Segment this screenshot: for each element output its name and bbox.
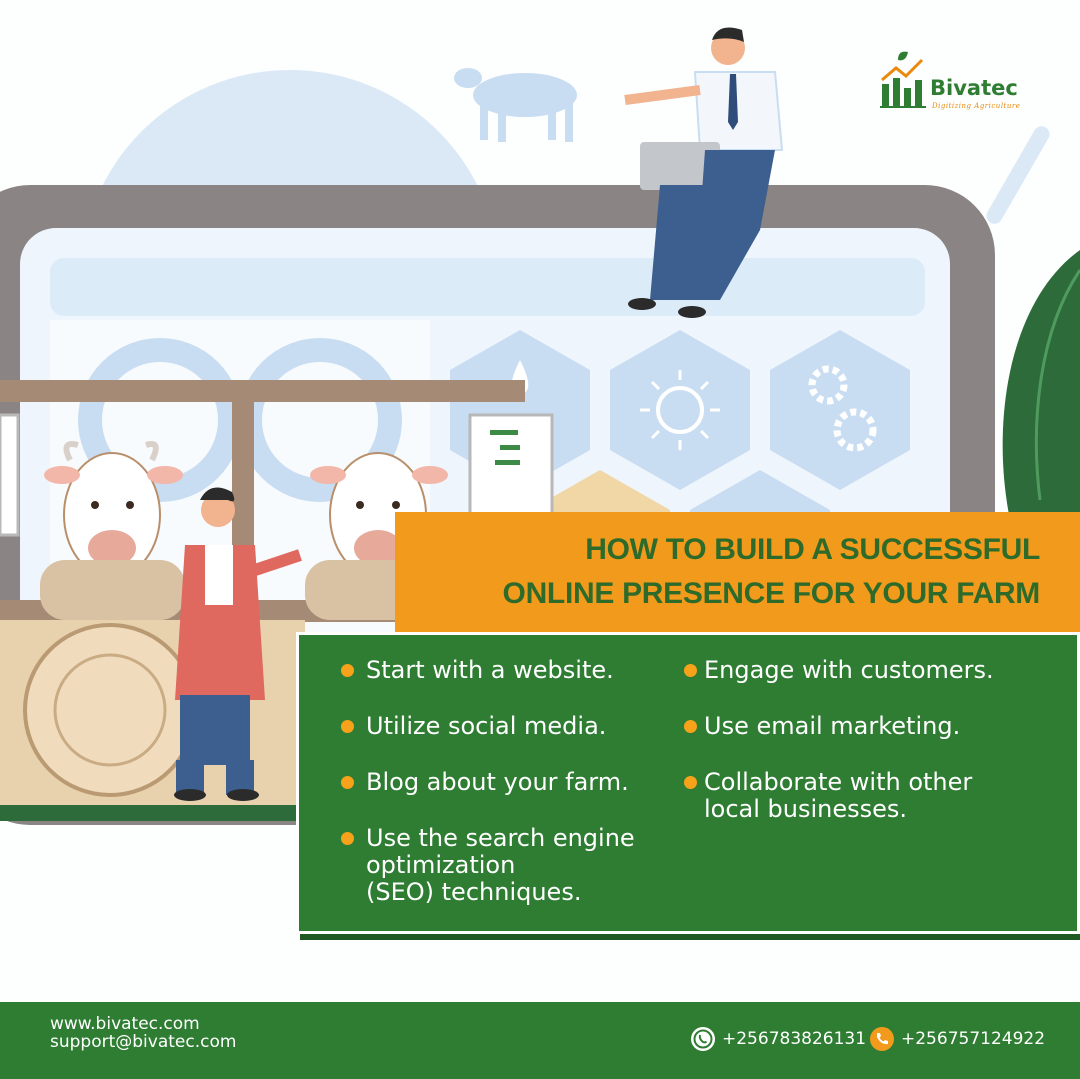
website-link[interactable]: www.bivatec.com xyxy=(50,1014,200,1034)
bullet-icon xyxy=(341,720,354,733)
bullet-icon xyxy=(341,832,354,845)
whatsapp-icon xyxy=(690,1026,716,1052)
phone-number: +256757124922 xyxy=(901,1029,1046,1049)
footer: www.bivatec.com support@bivatec.com +256… xyxy=(0,1002,1080,1079)
tip-item: Use email marketing. xyxy=(684,713,960,740)
bullet-icon xyxy=(341,664,354,677)
tip-item: Blog about your farm. xyxy=(341,769,629,796)
bullet-icon xyxy=(684,720,697,733)
email-link[interactable]: support@bivatec.com xyxy=(50,1032,237,1052)
cow-left xyxy=(40,441,185,620)
whatsapp-number: +256783826131 xyxy=(722,1029,867,1049)
phone-contact[interactable]: +256757124922 xyxy=(869,1024,1045,1054)
cow-silhouette xyxy=(454,68,577,142)
woman-figure xyxy=(174,487,302,801)
bullet-icon xyxy=(341,776,354,789)
tip-item: Start with a website. xyxy=(341,657,614,684)
bivatec-logo: Bivatec Digitizing Agriculture xyxy=(878,50,1048,120)
tip-item: Utilize social media. xyxy=(341,713,606,740)
brand-name: Bivatec xyxy=(930,76,1018,100)
bullet-icon xyxy=(684,776,697,789)
page-title: HOW TO BUILD A SUCCESSFUL ONLINE PRESENC… xyxy=(502,528,1041,616)
tip-item: Engage with customers. xyxy=(684,657,994,684)
hay-bales xyxy=(0,620,310,821)
tip-item: Collaborate with other local businesses. xyxy=(684,769,972,823)
phone-icon xyxy=(869,1026,895,1052)
logo-chart-icon xyxy=(880,51,926,108)
title-line-2: ONLINE PRESENCE FOR YOUR FARM xyxy=(502,577,1041,610)
whatsapp-contact[interactable]: +256783826131 xyxy=(690,1024,866,1054)
man-figure xyxy=(624,27,784,318)
title-line-1: HOW TO BUILD A SUCCESSFUL xyxy=(585,533,1040,566)
brand-tagline: Digitizing Agriculture xyxy=(932,102,1021,110)
tips-panel: Start with a website. Utilize social med… xyxy=(296,632,1080,934)
title-banner: HOW TO BUILD A SUCCESSFUL ONLINE PRESENC… xyxy=(395,512,1080,632)
bullet-icon xyxy=(684,664,697,677)
leaf-decoration xyxy=(986,126,1080,520)
tip-item: Use the search engine optimization (SEO)… xyxy=(341,825,635,906)
